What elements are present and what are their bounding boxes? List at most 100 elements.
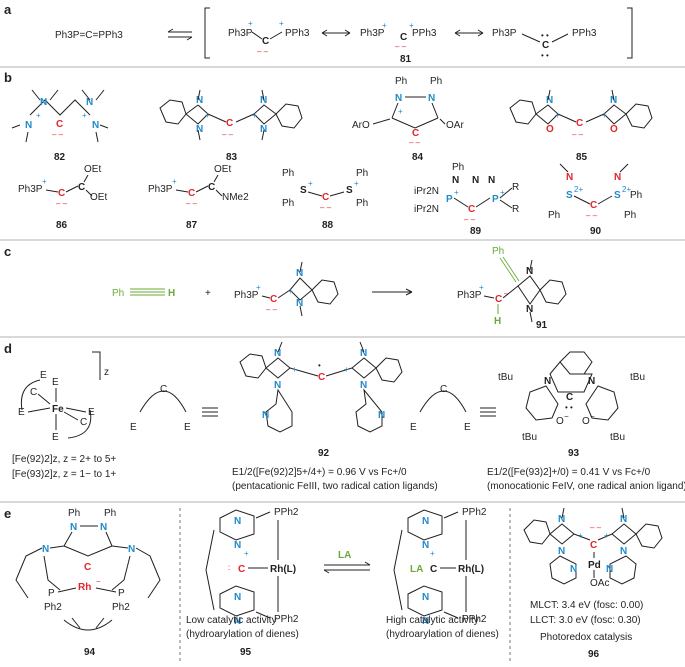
reaction-arrow xyxy=(372,288,413,296)
resonance-arrow-2 xyxy=(454,29,484,37)
svg-text:N: N xyxy=(360,380,367,391)
svg-text:N: N xyxy=(70,522,77,533)
svg-text:S: S xyxy=(346,185,353,196)
svg-text:LA: LA xyxy=(338,550,351,561)
svg-text:C: C xyxy=(160,384,167,395)
svg-text:Pd: Pd xyxy=(588,560,601,571)
svg-text:91: 91 xyxy=(536,320,548,331)
svg-text:– –: – – xyxy=(257,47,269,56)
svg-text:tBu: tBu xyxy=(610,432,625,443)
svg-text:86: 86 xyxy=(56,220,68,231)
svg-text:– –: – – xyxy=(56,199,68,208)
svg-text:C: C xyxy=(84,562,91,573)
svg-text:O: O xyxy=(556,416,564,427)
carbodiphosphorane-linear: Ph3P=C=PPh3 xyxy=(55,30,123,41)
svg-text:N: N xyxy=(472,175,479,186)
photoredox-caption: Photoredox catalysis xyxy=(540,632,632,643)
svg-text:C: C xyxy=(590,540,597,551)
svg-text:+: + xyxy=(279,19,284,28)
svg-text:R: R xyxy=(512,182,519,193)
svg-text:N: N xyxy=(544,376,551,387)
svg-text:tBu: tBu xyxy=(522,432,537,443)
svg-text:N: N xyxy=(428,93,435,104)
resonance-structure-1: Ph3P PPh3 C ++ – – xyxy=(228,19,310,56)
ligand-generic-2: C E E xyxy=(410,384,496,433)
svg-text:N: N xyxy=(546,95,553,106)
svg-text:iPr2N: iPr2N xyxy=(414,204,439,215)
fe92-redox-note: (pentacationic FeIII, two radical cation… xyxy=(232,481,438,492)
svg-text:87: 87 xyxy=(186,220,198,231)
svg-text:−: − xyxy=(96,577,101,586)
svg-text:C: C xyxy=(440,384,447,395)
svg-text:O: O xyxy=(546,124,554,135)
svg-text:C: C xyxy=(238,564,245,575)
svg-text:LA: LA xyxy=(410,564,423,575)
svg-text:– –: – – xyxy=(464,215,476,224)
svg-text:N: N xyxy=(610,95,617,106)
svg-text:84: 84 xyxy=(412,152,424,163)
plus-sign: + xyxy=(205,288,211,299)
svg-text:92: 92 xyxy=(318,448,330,459)
svg-text:Ph: Ph xyxy=(104,508,116,519)
svg-text:+: + xyxy=(354,179,359,188)
svg-text:N: N xyxy=(620,546,627,557)
svg-text:C: C xyxy=(495,294,502,305)
compound-91: Ph Ph3P + C – H NN 91 xyxy=(457,246,567,331)
svg-text:N: N xyxy=(260,124,267,135)
svg-text:E: E xyxy=(184,422,191,433)
svg-text:+: + xyxy=(382,21,387,30)
svg-text:C: C xyxy=(30,387,37,398)
svg-text:C: C xyxy=(58,188,65,199)
svg-text:Ph: Ph xyxy=(282,198,294,209)
svg-text:Ph: Ph xyxy=(356,198,368,209)
svg-text:tBu: tBu xyxy=(630,372,645,383)
svg-text:Ph2: Ph2 xyxy=(112,602,130,613)
svg-text:C: C xyxy=(270,294,277,305)
ylide-reagent: Ph3P + C NN + – – xyxy=(234,261,339,317)
svg-text:NMe2: NMe2 xyxy=(222,192,249,203)
svg-text:N: N xyxy=(296,268,303,279)
svg-text:E: E xyxy=(18,407,25,418)
svg-text:N: N xyxy=(86,97,93,108)
svg-text:E: E xyxy=(130,422,137,433)
svg-text:Ph3P: Ph3P xyxy=(148,184,173,195)
svg-text:+: + xyxy=(82,111,87,120)
svg-text:P: P xyxy=(492,194,499,205)
svg-text:C: C xyxy=(400,32,407,43)
svg-text:+: + xyxy=(172,177,177,186)
svg-text:N: N xyxy=(296,298,303,309)
equilibrium-arrow xyxy=(167,28,193,41)
svg-text:+: + xyxy=(555,111,560,120)
svg-text:Ph3P: Ph3P xyxy=(228,28,253,39)
svg-text:N: N xyxy=(620,514,627,525)
svg-text:−: − xyxy=(590,412,595,421)
svg-text:+: + xyxy=(344,365,349,374)
svg-text:– –: – – xyxy=(409,138,421,147)
svg-text:Ph: Ph xyxy=(68,508,80,519)
high-activity-text-1: High catalytic activity xyxy=(386,615,479,626)
svg-text:E: E xyxy=(52,432,59,443)
svg-text:Ph3P: Ph3P xyxy=(234,290,259,301)
svg-text:– –: – – xyxy=(320,203,332,212)
svg-text:PPh2: PPh2 xyxy=(274,614,299,625)
svg-text:Ph: Ph xyxy=(430,76,442,87)
svg-text:+: + xyxy=(398,107,403,116)
panel-label-b: b xyxy=(4,70,12,85)
svg-text:OAc: OAc xyxy=(590,578,609,589)
compound-83: NN C NN ++ – – 83 xyxy=(159,89,303,163)
svg-text:Ph: Ph xyxy=(624,210,636,221)
svg-text:– –: – – xyxy=(395,42,407,51)
svg-text:OEt: OEt xyxy=(214,164,231,175)
svg-text:82: 82 xyxy=(54,152,66,163)
svg-text:C: C xyxy=(590,200,597,211)
svg-text:– –: – – xyxy=(572,130,584,139)
svg-text:E: E xyxy=(88,407,95,418)
svg-text:– –: – – xyxy=(222,130,234,139)
svg-text:N: N xyxy=(360,348,367,359)
svg-text:Ph3P: Ph3P xyxy=(492,28,517,39)
svg-text:C: C xyxy=(542,40,549,51)
svg-text:N: N xyxy=(558,546,565,557)
